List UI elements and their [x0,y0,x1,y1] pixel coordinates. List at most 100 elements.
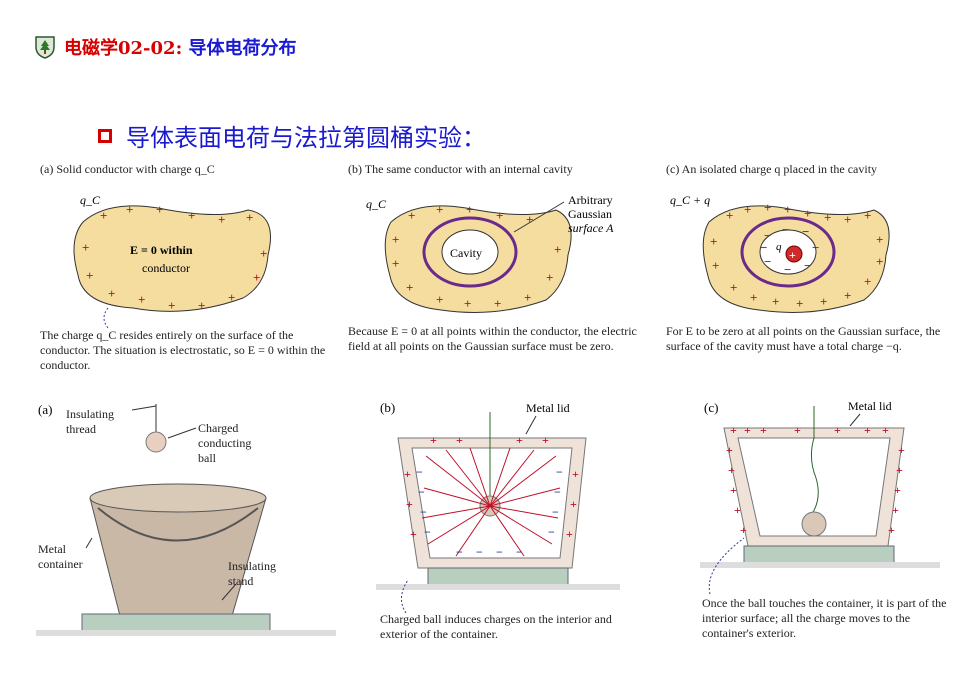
svg-text:−: − [496,545,503,559]
faraday-setup-figure: (a) [36,402,336,636]
svg-text:+: + [730,280,737,295]
svg-text:+: + [898,443,905,457]
svg-text:+: + [410,527,417,541]
svg-text:+: + [554,242,561,257]
solid-conductor-charge-label: q_C [80,193,101,207]
svg-text:+: + [408,208,415,223]
svg-text:+: + [730,423,737,437]
svg-text:+: + [516,433,523,447]
svg-text:−: − [782,222,789,237]
svg-text:−: − [456,545,463,559]
svg-text:+: + [82,240,89,255]
panel-isolated-charge: (c) An isolated charge q placed in the c… [664,158,964,380]
solid-conductor-inner-text-2: conductor [142,261,190,275]
svg-text:+: + [526,212,533,227]
svg-text:−: − [418,485,425,499]
gaussian-label-2: Gaussian [568,207,612,221]
panel-ball-touching: (c) Metal lid +++++++ +++++ +++++ ++++ O… [664,398,964,643]
svg-text:−: − [424,525,431,539]
svg-text:+: + [824,210,831,225]
svg-text:+: + [864,423,871,437]
solid-conductor-inner-text-1: E = 0 within [130,243,193,257]
isolated-charge-figure: + q q_C + q −−−−−−−− ++++++++ ++++++++ +… [670,193,890,313]
svg-text:+: + [546,270,553,285]
svg-text:+: + [876,232,883,247]
svg-text:+: + [744,423,751,437]
panel-a-caption: (a) Solid conductor with charge q_C [40,162,215,176]
svg-text:+: + [430,433,437,447]
svg-text:+: + [566,527,573,541]
svg-text:−: − [802,224,809,239]
svg-text:−: − [554,485,561,499]
svg-text:+: + [86,268,93,283]
bottom-a-tag: (a) [38,402,52,417]
svg-text:+: + [253,270,260,285]
panel-c-caption: (c) An isolated charge q placed in the c… [666,162,878,176]
svg-text:+: + [456,433,463,447]
isolated-charge-q-label: q [776,241,782,253]
panel-faraday-setup: (a) Insulating thread Charged conducting… [36,398,336,643]
svg-text:+: + [864,208,871,223]
svg-text:+: + [712,258,719,273]
container-label-2: container [38,557,83,571]
svg-text:+: + [392,232,399,247]
svg-text:+: + [744,202,751,217]
svg-text:+: + [760,423,767,437]
svg-text:+: + [796,296,803,311]
svg-text:+: + [108,286,115,301]
ball-inside-figure: (b) Metal lid −−−−−−−− −−−− ++++ ++++++ … [376,400,620,613]
ball-label-2: conducting [198,436,252,450]
thread-label-2: thread [66,422,96,436]
svg-text:−: − [804,258,811,273]
svg-text:+: + [820,294,827,309]
svg-text:+: + [570,497,577,511]
slide-header: 电磁学02-02: 导体电荷分布 [34,34,297,60]
svg-text:+: + [728,463,735,477]
cavity-label: Cavity [450,246,482,260]
svg-text:+: + [156,202,163,217]
svg-text:+: + [524,290,531,305]
svg-text:+: + [188,208,195,223]
svg-text:+: + [794,423,801,437]
svg-text:+: + [710,234,717,249]
school-logo-icon [35,36,55,59]
panel-b-description: Because E = 0 at all points within the c… [348,324,637,353]
panel-b-bottom-description: Charged ball induces charges on the inte… [380,612,612,641]
svg-text:+: + [888,523,895,537]
bottom-b-lid-label: Metal lid [526,401,570,415]
svg-text:−: − [476,545,483,559]
panel-solid-conductor: (a) Solid conductor with charge q_C q_C … [38,158,338,380]
svg-text:+: + [406,497,413,511]
svg-text:−: − [416,465,423,479]
ball-label-3: ball [198,451,216,465]
panel-ball-inside: (b) Metal lid −−−−−−−− −−−− ++++ ++++++ … [346,398,652,643]
svg-text:+: + [734,503,741,517]
container-label-1: Metal [38,542,66,556]
svg-text:+: + [894,483,901,497]
svg-text:+: + [406,280,413,295]
svg-text:+: + [730,483,737,497]
bottom-c-lid-label: Metal lid [848,399,892,413]
ball-touching-figure: (c) Metal lid +++++++ +++++ +++++ ++++ [700,399,940,595]
svg-text:−: − [548,525,555,539]
stand-label-1: Insulating [228,559,276,573]
panel-c-bottom-description: Once the ball touches the container, it … [702,596,947,640]
thread-label-1: Insulating [66,407,114,421]
svg-text:+: + [726,443,733,457]
svg-text:−: − [556,465,563,479]
panel-b-caption: (b) The same conductor with an internal … [348,162,573,176]
section-title: 导体表面电荷与法拉第圆桶实验： [126,124,486,152]
header-title-blue: 导体电荷分布 [182,38,297,59]
svg-text:+: + [864,274,871,289]
cavity-conductor-figure: Cavity q_C Arbitrary Gaussian surface A … [366,193,614,313]
svg-text:+: + [168,298,175,313]
cavity-conductor-charge-label: q_C [366,197,387,211]
svg-text:+: + [784,202,791,217]
svg-text:−: − [420,505,427,519]
svg-text:+: + [740,523,747,537]
svg-text:+: + [834,423,841,437]
svg-text:+: + [436,292,443,307]
svg-text:+: + [466,202,473,217]
svg-text:+: + [804,206,811,221]
isolated-charge-label: q_C + q [670,193,710,207]
